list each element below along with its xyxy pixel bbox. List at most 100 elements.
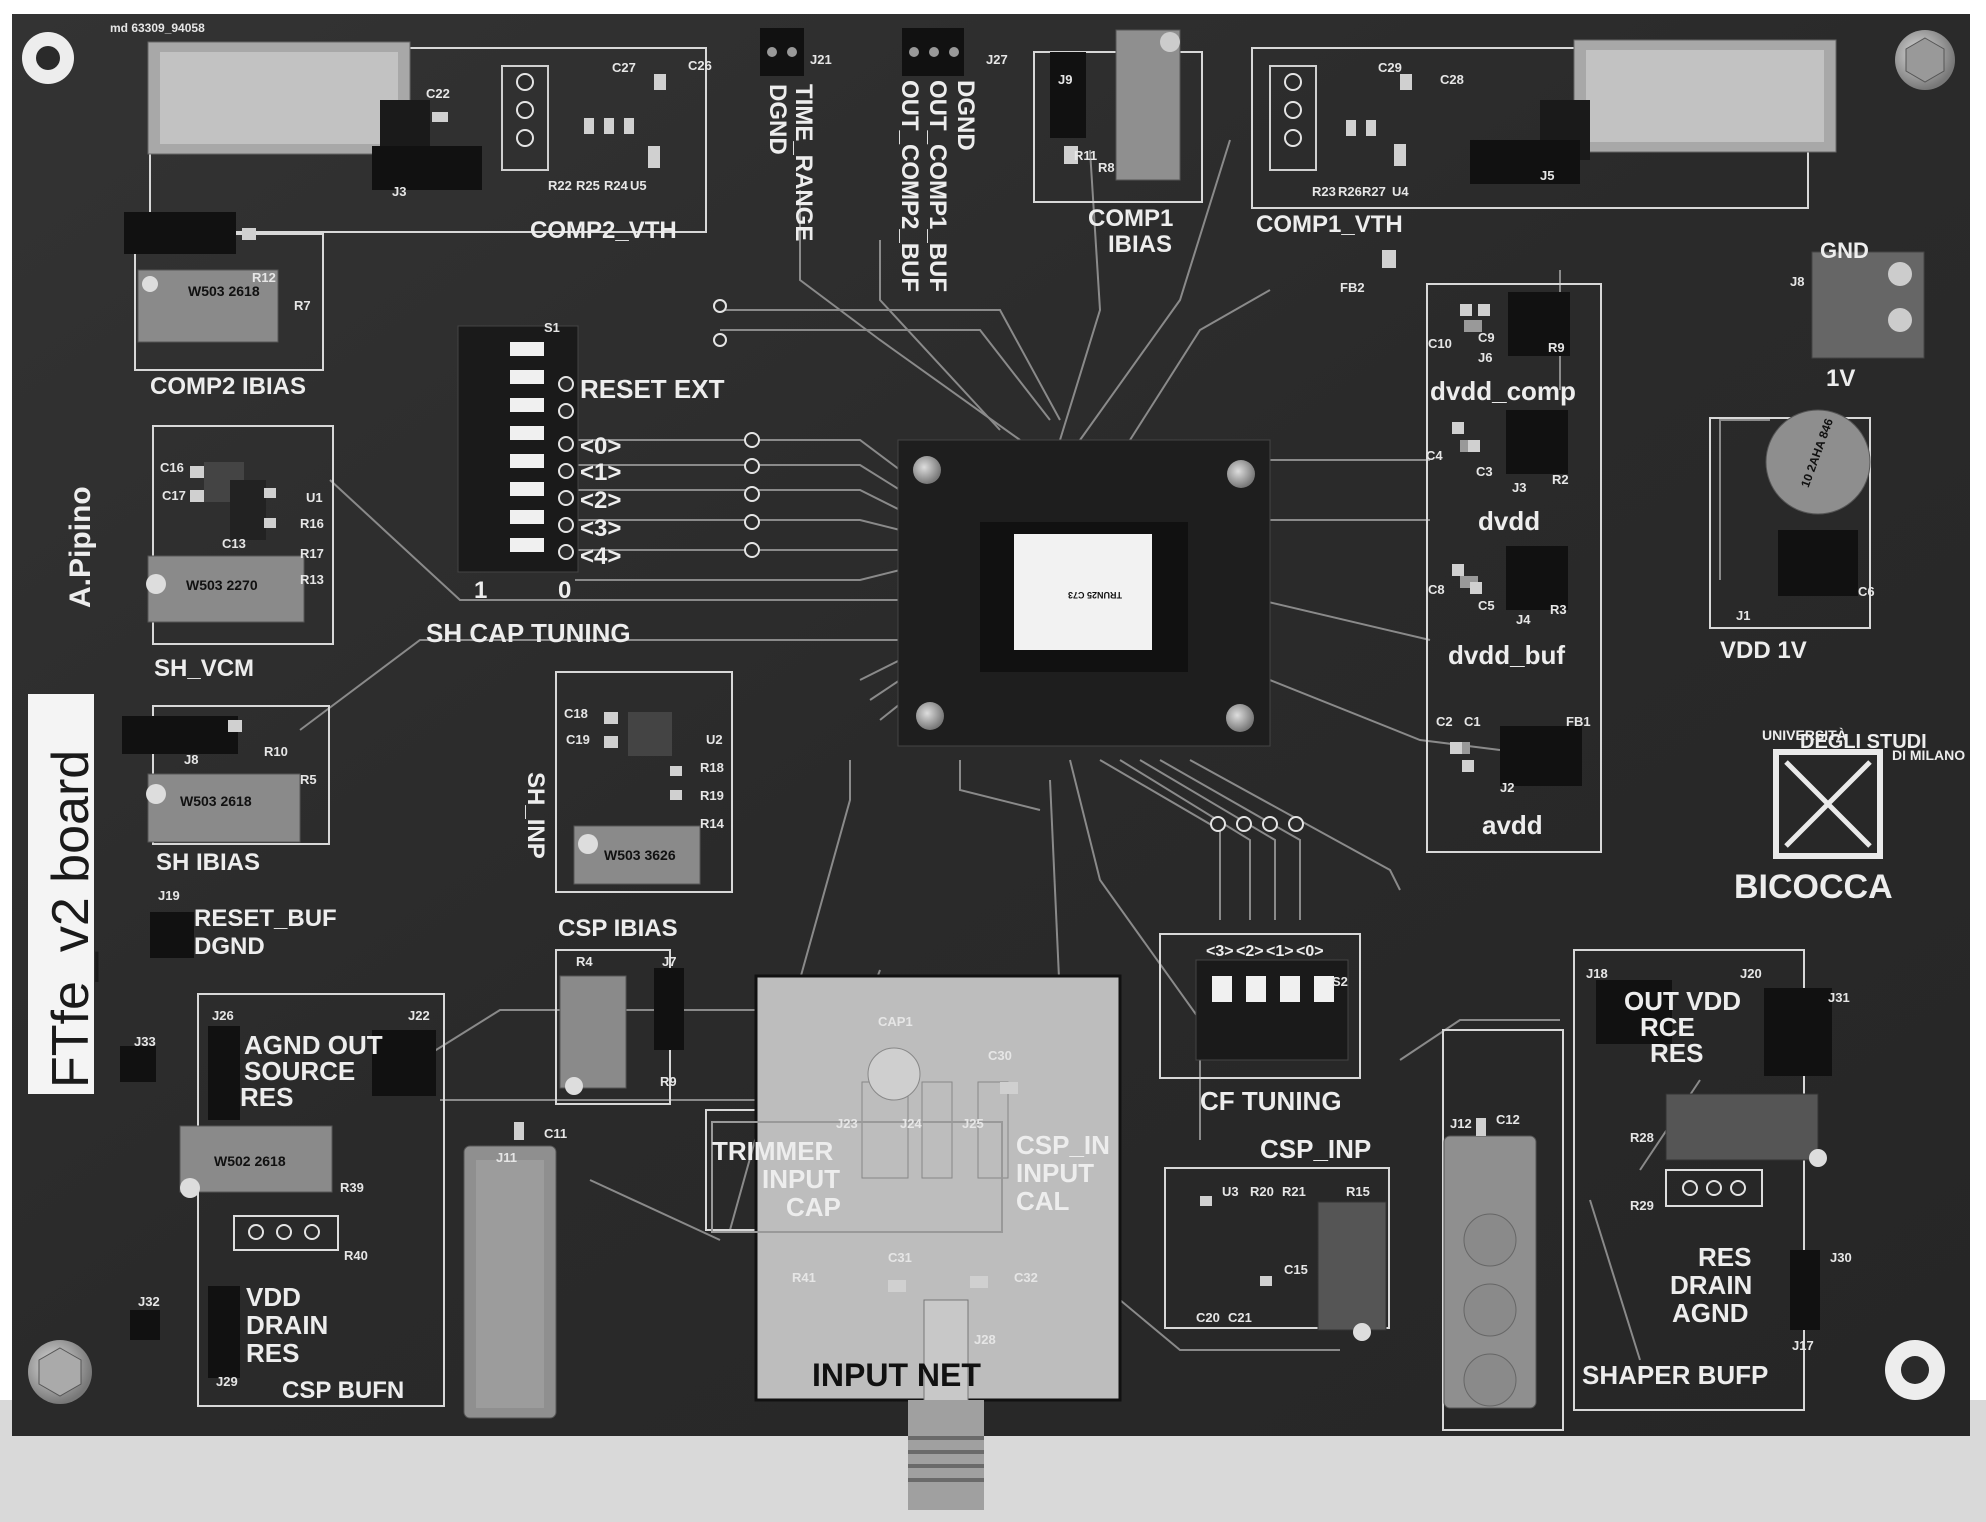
des-c30: C30 bbox=[988, 1048, 1012, 1063]
cf-tuning-dip-switch[interactable] bbox=[1195, 959, 1349, 1061]
des-j29: J29 bbox=[216, 1374, 238, 1389]
des-r28: R28 bbox=[1630, 1130, 1654, 1145]
des-j17: J17 bbox=[1792, 1338, 1814, 1353]
label-comp1: COMP1 bbox=[1088, 205, 1173, 232]
label-agnd-sh: AGND bbox=[1672, 1298, 1749, 1328]
des-u3: U3 bbox=[1222, 1184, 1239, 1199]
des-r8: R8 bbox=[1098, 160, 1115, 175]
pcb-traces bbox=[299, 139, 1770, 1361]
sh-cap-tuning-dip-switch[interactable] bbox=[457, 325, 579, 573]
des-c27: C27 bbox=[612, 60, 636, 75]
label-dgnd-out: DGND bbox=[952, 80, 979, 151]
label-vdd-1v: VDD 1V bbox=[1720, 637, 1807, 664]
des-c29: C29 bbox=[1378, 60, 1402, 75]
des-c22: C22 bbox=[426, 86, 450, 101]
label-comp2-vth: COMP2_VTH bbox=[530, 217, 677, 244]
label-dvdd-buf: dvdd_buf bbox=[1448, 640, 1565, 670]
label-input-net: INPUT NET bbox=[812, 1357, 981, 1393]
des-r18: R18 bbox=[700, 760, 724, 775]
des-c3: C3 bbox=[1476, 464, 1493, 479]
trimmer-text-sh-inp: W503 3626 bbox=[604, 847, 676, 863]
comp2-vth-jumper bbox=[372, 146, 482, 190]
des-j8: J8 bbox=[1790, 274, 1804, 289]
chip-marking: TRUN25 C73 bbox=[1068, 590, 1122, 600]
sma-connector bbox=[908, 1400, 984, 1510]
des-j12: J12 bbox=[1450, 1116, 1472, 1131]
label-bit-3: <3> bbox=[580, 515, 621, 542]
des-r26: R26 bbox=[1338, 184, 1362, 199]
cf-tuning-pads bbox=[1210, 816, 1304, 832]
label-cf-bit-2: <2> bbox=[1236, 943, 1264, 960]
label-cf-tuning: CF TUNING bbox=[1200, 1086, 1342, 1116]
des-r5: R5 bbox=[300, 772, 317, 787]
label-comp1-vth: COMP1_VTH bbox=[1256, 211, 1403, 238]
comp2-potentiometer bbox=[147, 41, 430, 160]
des-c26: C26 bbox=[688, 58, 712, 73]
label-res-csp: RES bbox=[240, 1082, 293, 1112]
label-1v: 1V bbox=[1826, 365, 1855, 392]
label-dip-0: 0 bbox=[558, 577, 571, 604]
label-cf-bit-3: <3> bbox=[1206, 943, 1234, 960]
des-c10: C10 bbox=[1428, 336, 1452, 351]
reset-buf-header bbox=[150, 912, 194, 958]
bit-test-points bbox=[713, 299, 760, 558]
board-title-block: FTfe_v2 board A.Pipino bbox=[28, 486, 100, 1094]
csp-bufn-block bbox=[120, 1026, 436, 1378]
des-c8: C8 bbox=[1428, 582, 1445, 597]
logo-line-2: DEGLI STUDI bbox=[1800, 731, 1927, 753]
board-code: md 63309_94058 bbox=[110, 21, 205, 35]
des-r41: R41 bbox=[792, 1270, 816, 1285]
board-title: FTfe_v2 board bbox=[42, 750, 100, 1088]
des-r23: R23 bbox=[1312, 184, 1336, 199]
des-j26: J26 bbox=[212, 1008, 234, 1023]
des-j30: J30 bbox=[1830, 1250, 1852, 1265]
label-source: SOURCE bbox=[244, 1056, 355, 1086]
label-reset-ext: RESET EXT bbox=[580, 374, 725, 404]
label-input-cal-1: INPUT bbox=[1016, 1158, 1094, 1188]
des-j23: J23 bbox=[836, 1116, 858, 1131]
des-r19: R19 bbox=[700, 788, 724, 803]
des-c19: C19 bbox=[566, 732, 590, 747]
des-j4: J4 bbox=[1516, 612, 1531, 627]
des-c17: C17 bbox=[162, 488, 186, 503]
des-j33: J33 bbox=[134, 1034, 156, 1049]
comp1-vth-pins bbox=[1269, 65, 1317, 171]
des-c15: C15 bbox=[1284, 1262, 1308, 1277]
label-out-comp1-buf: OUT_COMP1_BUF bbox=[924, 80, 951, 292]
des-c16: C16 bbox=[160, 460, 184, 475]
label-input-cap-2: CAP bbox=[786, 1192, 841, 1222]
des-j5: J5 bbox=[1540, 168, 1554, 183]
des-c12: C12 bbox=[1496, 1112, 1520, 1127]
des-j9: J9 bbox=[1058, 72, 1072, 87]
label-rce: RCE bbox=[1640, 1012, 1695, 1042]
des-j1: J1 bbox=[1736, 608, 1750, 623]
des-r12: R12 bbox=[252, 270, 276, 285]
des-j31: J31 bbox=[1828, 990, 1850, 1005]
des-u4: U4 bbox=[1392, 184, 1409, 199]
label-res-csp2: RES bbox=[246, 1338, 299, 1368]
bnc-connector-right bbox=[1443, 1135, 1537, 1409]
label-bit-0: <0> bbox=[580, 433, 621, 460]
des-r39: R39 bbox=[340, 1180, 364, 1195]
label-dvdd: dvdd bbox=[1478, 506, 1540, 536]
des-r7: R7 bbox=[294, 298, 311, 313]
des-r4: R4 bbox=[576, 954, 593, 969]
label-out-vdd: OUT VDD bbox=[1624, 986, 1741, 1016]
label-sh-cap-tuning: SH CAP TUNING bbox=[426, 618, 631, 648]
label-input-cal-2: CAL bbox=[1016, 1186, 1070, 1216]
des-c28: C28 bbox=[1440, 72, 1464, 87]
label-dgnd-tr: DGND bbox=[764, 84, 791, 155]
des-c11: C11 bbox=[544, 1126, 567, 1141]
trimmer-text-comp2: W503 2618 bbox=[188, 283, 260, 299]
label-avdd: avdd bbox=[1482, 810, 1543, 840]
des-c13: C13 bbox=[222, 536, 246, 551]
des-j22: J22 bbox=[408, 1008, 430, 1023]
trimmer-text-csp-bufn: W502 2618 bbox=[214, 1153, 286, 1169]
label-vdd-csp: VDD bbox=[246, 1282, 301, 1312]
sh-vcm-block bbox=[146, 462, 305, 623]
label-sh-inp: SH_INP bbox=[522, 772, 549, 859]
label-ibias: IBIAS bbox=[1108, 231, 1172, 258]
label-cf-bit-0: <0> bbox=[1296, 943, 1324, 960]
des-c9: C9 bbox=[1478, 330, 1495, 345]
board-author: A.Pipino bbox=[64, 486, 97, 608]
